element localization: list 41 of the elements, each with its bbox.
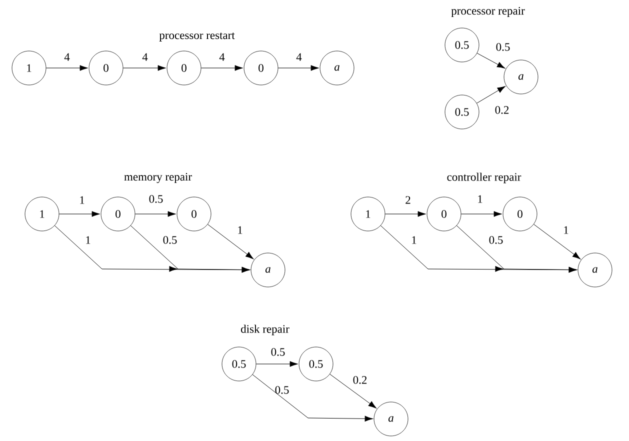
edge-label: 0.5 xyxy=(275,386,289,394)
arrow xyxy=(58,211,100,217)
arrow xyxy=(46,65,88,71)
arrow xyxy=(252,374,373,422)
edge-label: 2 xyxy=(406,196,410,204)
edge-label: 1 xyxy=(80,196,84,204)
edge-label: 1 xyxy=(564,226,568,234)
arrow xyxy=(200,65,243,71)
edge-label: 0.5 xyxy=(496,43,510,51)
arrow xyxy=(460,211,502,217)
arrow xyxy=(122,65,166,71)
edge-label: 4 xyxy=(296,53,302,61)
edge-label: 1 xyxy=(86,236,90,244)
arrow xyxy=(278,65,319,71)
edge-label: 0.2 xyxy=(353,376,367,384)
arrow xyxy=(330,374,376,408)
edge-label: 0.5 xyxy=(163,236,177,244)
edge-label: 0.5 xyxy=(489,236,503,244)
edge-label: 0.2 xyxy=(495,106,509,114)
edge-label: 1 xyxy=(238,226,242,234)
edge-label: 1 xyxy=(478,195,482,203)
edge-label: 0.5 xyxy=(271,348,285,356)
arrow xyxy=(534,224,581,260)
arrow xyxy=(476,86,506,104)
edge-label: 4 xyxy=(142,53,148,61)
arrow xyxy=(134,211,176,217)
edge-label: 4 xyxy=(64,53,70,61)
arrow xyxy=(207,224,254,260)
graph-title: processor repair xyxy=(451,6,525,18)
graph-title: controller repair xyxy=(447,172,522,184)
graph-title: memory repair xyxy=(124,172,192,184)
edge-label: 4 xyxy=(219,53,225,61)
arrow xyxy=(256,361,298,367)
graph-title: disk repair xyxy=(240,324,290,336)
edge-label: 0.5 xyxy=(149,195,163,203)
graph-title: processor restart xyxy=(159,32,235,42)
arrow xyxy=(456,225,577,273)
arrow xyxy=(476,52,506,68)
arrow xyxy=(384,211,426,217)
edge-label: 1 xyxy=(412,236,416,244)
arrow xyxy=(130,225,250,273)
